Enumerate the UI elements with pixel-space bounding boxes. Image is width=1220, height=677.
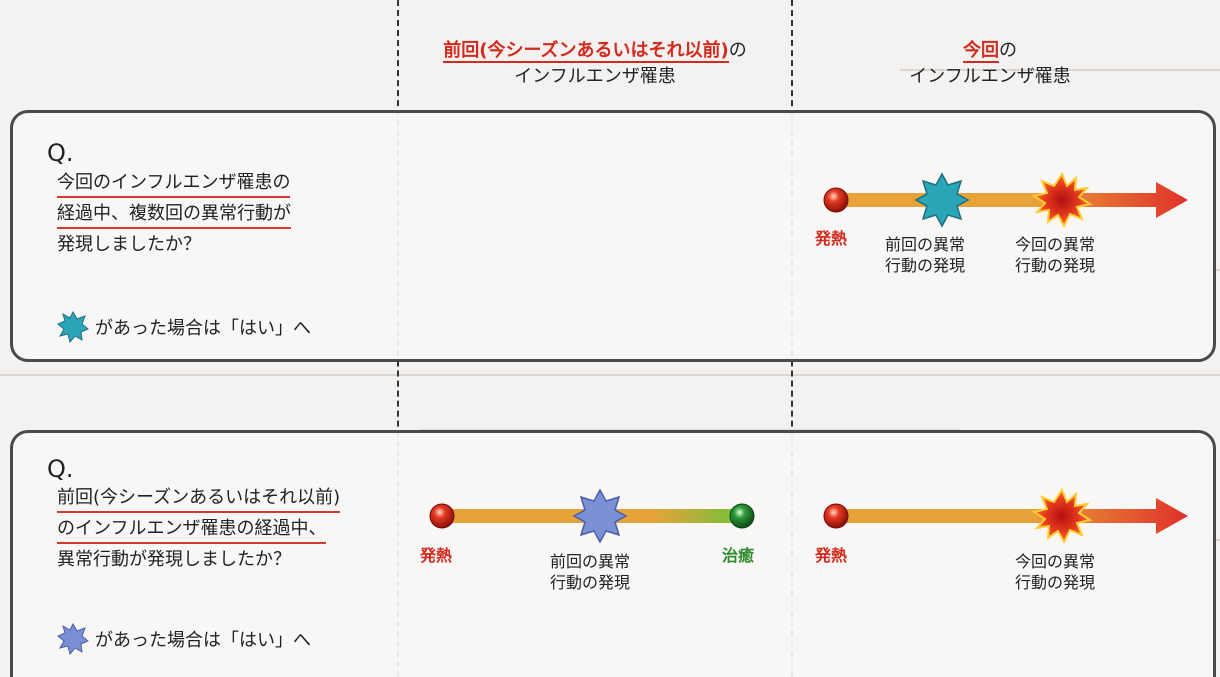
- red-burst-icon: [1031, 171, 1093, 229]
- timeline-arrow: [836, 182, 1188, 218]
- red-burst-icon: [1031, 487, 1093, 545]
- fever-label: 発熱: [815, 546, 848, 565]
- question-panel-2: Q. 前回(今シーズンあるいはそれ以前) のインフルエンザ罹患の経過中、 異常行…: [10, 430, 1216, 677]
- question-line-2: 経過中、複数回の異常行動が: [57, 203, 291, 229]
- current-header-suffix: の: [999, 40, 1017, 61]
- timeline-arrow: [836, 498, 1188, 534]
- legend-text: があった場合は「はい」へ: [95, 630, 311, 651]
- event2-label: 今回の異常 行動の発現: [1015, 234, 1095, 276]
- question-line-3: 発現しましたか？: [57, 234, 201, 255]
- periwinkle-star-icon: [572, 488, 628, 544]
- legend-text: があった場合は「はい」へ: [95, 318, 311, 339]
- question-line-1: 今回のインフルエンザ罹患の: [57, 172, 291, 198]
- cure-dot-icon: [729, 503, 755, 529]
- teal-star-icon: [57, 311, 89, 343]
- question-line-2: のインフルエンザ罹患の経過中、: [57, 518, 327, 544]
- event1-line2: 行動の発現: [885, 256, 966, 275]
- fever-label: 発熱: [815, 229, 848, 248]
- previous-header-line2: インフルエンザ罹患: [514, 66, 676, 87]
- legend-row: があった場合は「はい」へ: [57, 311, 311, 343]
- event-line1: 今回の異常: [1015, 552, 1096, 571]
- event1-line1: 前回の異常: [885, 235, 966, 254]
- fever-dot-icon: [823, 503, 849, 529]
- q-mark: Q.: [47, 455, 74, 483]
- event-line2: 行動の発現: [550, 573, 631, 592]
- timeline-previous-2: [429, 488, 755, 544]
- previous-header-suffix: の: [728, 40, 747, 61]
- event2-line2: 行動の発現: [1015, 256, 1096, 275]
- question-line-3: 異常行動が発現しましたか？: [57, 549, 291, 570]
- current-column-header: 今回の インフルエンザ罹患: [870, 38, 1110, 90]
- question-line-1: 前回(今シーズンあるいはそれ以前): [57, 487, 341, 513]
- event1-label: 前回の異常 行動の発現: [885, 234, 965, 276]
- event-label: 今回の異常 行動の発現: [1015, 551, 1095, 593]
- current-header-line2: インフルエンザ罹患: [909, 66, 1071, 87]
- timeline-current-1: [823, 171, 1188, 229]
- fever-label: 発熱: [420, 546, 453, 565]
- previous-column-header: 前回(今シーズンあるいはそれ以前)の インフルエンザ罹患: [400, 38, 790, 90]
- current-header-red-text: 今回: [963, 40, 999, 63]
- legend-row: があった場合は「はい」へ: [57, 623, 311, 655]
- event-line2: 行動の発現: [1015, 573, 1096, 592]
- fever-dot-icon: [823, 187, 849, 213]
- previous-header-red-text: 前回(今シーズンあるいはそれ以前): [443, 40, 729, 63]
- event-label: 前回の異常 行動の発現: [550, 551, 630, 593]
- event-line1: 前回の異常: [550, 552, 631, 571]
- teal-star-icon: [914, 172, 970, 228]
- timeline-current-2: [823, 487, 1188, 545]
- question-panel-1: Q. 今回のインフルエンザ罹患の 経過中、複数回の異常行動が 発現しましたか？ …: [10, 110, 1216, 362]
- cure-label: 治癒: [722, 546, 755, 565]
- event2-line1: 今回の異常: [1015, 235, 1096, 254]
- periwinkle-star-icon: [57, 623, 89, 655]
- q-mark: Q.: [47, 139, 74, 167]
- fever-dot-icon: [429, 503, 455, 529]
